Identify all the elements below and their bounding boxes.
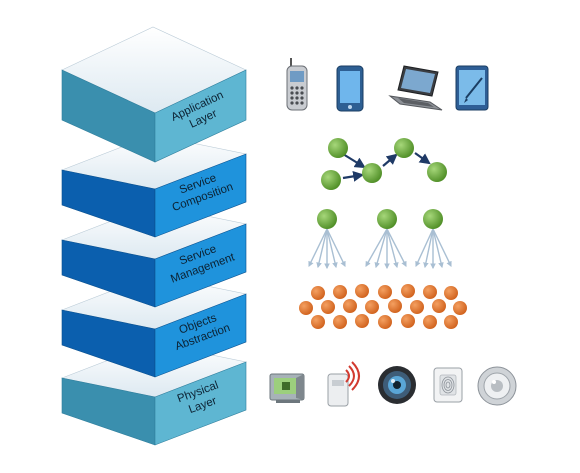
mobile-phone-icon bbox=[286, 58, 308, 111]
composition-node bbox=[427, 162, 447, 182]
layer-stack: Physical Layer Objects Abstraction Servi… bbox=[60, 26, 248, 446]
composition-arrows bbox=[342, 152, 431, 182]
layer-application: Application Layer bbox=[61, 26, 247, 163]
abstraction-object bbox=[311, 286, 325, 300]
composition-node bbox=[321, 170, 341, 190]
application-devices bbox=[286, 58, 489, 112]
smartphone-icon bbox=[336, 65, 364, 112]
composition-graph bbox=[321, 138, 447, 190]
abstraction-object bbox=[355, 284, 369, 298]
abstraction-object bbox=[333, 285, 347, 299]
layer-service-composition: Service Composition bbox=[60, 134, 248, 238]
abstraction-object bbox=[432, 299, 446, 313]
layer-management-side bbox=[154, 223, 247, 308]
layer-objects-side bbox=[154, 293, 247, 378]
abstraction-object bbox=[299, 301, 313, 315]
management-node bbox=[423, 209, 443, 229]
management-node bbox=[317, 209, 337, 229]
abstraction-object bbox=[355, 314, 369, 328]
composition-arrow bbox=[342, 153, 366, 169]
abstraction-object bbox=[378, 285, 392, 299]
speaker-icon bbox=[477, 366, 517, 406]
abstraction-object bbox=[423, 285, 437, 299]
abstraction-object bbox=[453, 301, 467, 315]
tablet-icon bbox=[455, 65, 489, 111]
abstraction-object bbox=[423, 315, 437, 329]
management-node bbox=[377, 209, 397, 229]
abstraction-object bbox=[378, 315, 392, 329]
abstraction-object bbox=[410, 300, 424, 314]
layer-application-side bbox=[154, 69, 247, 163]
layer-composition-side bbox=[154, 153, 247, 238]
abstraction-objects bbox=[299, 284, 467, 329]
abstraction-object bbox=[401, 314, 415, 328]
rfid-reader-icon bbox=[327, 361, 360, 407]
laptop-icon bbox=[388, 65, 443, 111]
management-fanout bbox=[308, 209, 452, 270]
abstraction-object bbox=[444, 315, 458, 329]
composition-arrow bbox=[414, 152, 431, 165]
camera-icon bbox=[378, 366, 416, 404]
abstraction-object bbox=[401, 284, 415, 298]
abstraction-object bbox=[321, 300, 335, 314]
abstraction-object bbox=[444, 286, 458, 300]
fingerprint-scanner-icon bbox=[433, 367, 463, 403]
abstraction-object bbox=[388, 299, 402, 313]
composition-node bbox=[328, 138, 348, 158]
layer-physical-side bbox=[154, 361, 247, 446]
abstraction-object bbox=[343, 299, 357, 313]
abstraction-object bbox=[365, 300, 379, 314]
abstraction-object bbox=[311, 315, 325, 329]
sensor-board-icon bbox=[269, 373, 305, 403]
composition-arrow bbox=[342, 170, 365, 182]
abstraction-object bbox=[333, 315, 347, 329]
composition-arrow bbox=[382, 153, 398, 167]
management-arrows bbox=[308, 228, 452, 270]
physical-devices bbox=[269, 361, 517, 407]
composition-node bbox=[362, 163, 382, 183]
composition-node bbox=[394, 138, 414, 158]
